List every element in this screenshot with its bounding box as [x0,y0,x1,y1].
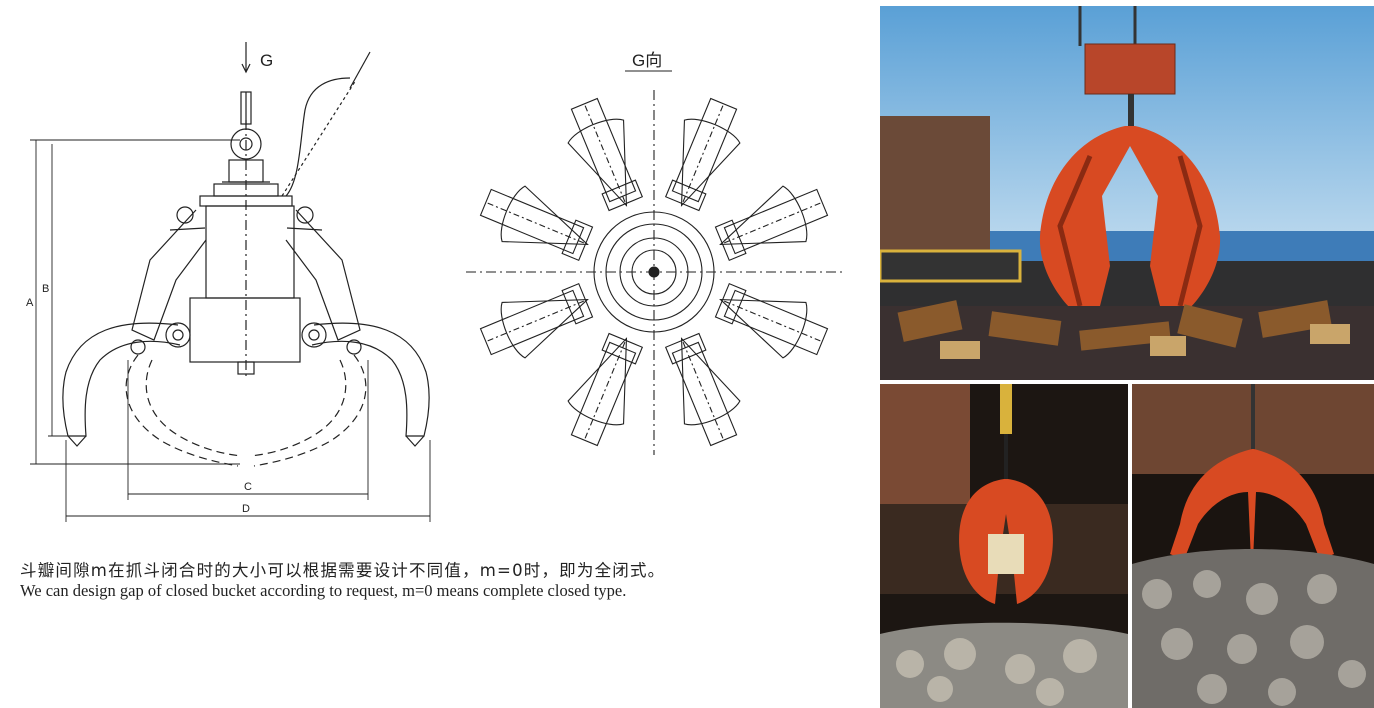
tine-top-view [567,332,644,447]
tine-top-view [567,97,644,212]
grab-top-view [466,90,842,455]
caption-chinese: 斗瓣间隙m在抓斗闭合时的大小可以根据需要设计不同值，m=0时，即为全闭式。 [20,561,666,580]
dimension-lines [30,139,431,522]
tine-top-view [714,185,829,262]
tine-top-view [479,185,594,262]
view-title: G向 [632,51,662,70]
dimension-label-d: D [242,503,250,515]
grab-photo-hold [880,384,1128,708]
dimension-label-c: C [244,481,252,493]
tine-top-view [714,282,829,359]
tine-top-view [664,332,741,447]
technical-drawing: G A B C D G向 [26,42,842,522]
tine-top-view [664,97,741,212]
grab-side-view [62,51,430,467]
view-arrow [241,42,251,74]
dimension-label-b: B [42,283,49,295]
dimension-label-a: A [26,297,34,309]
caption-english: We can design gap of closed bucket accor… [20,581,627,600]
grab-photo-port [880,6,1374,380]
tine-top-view [479,282,594,359]
view-arrow-label: G [260,51,273,70]
grab-photo-rocks [1132,384,1374,708]
